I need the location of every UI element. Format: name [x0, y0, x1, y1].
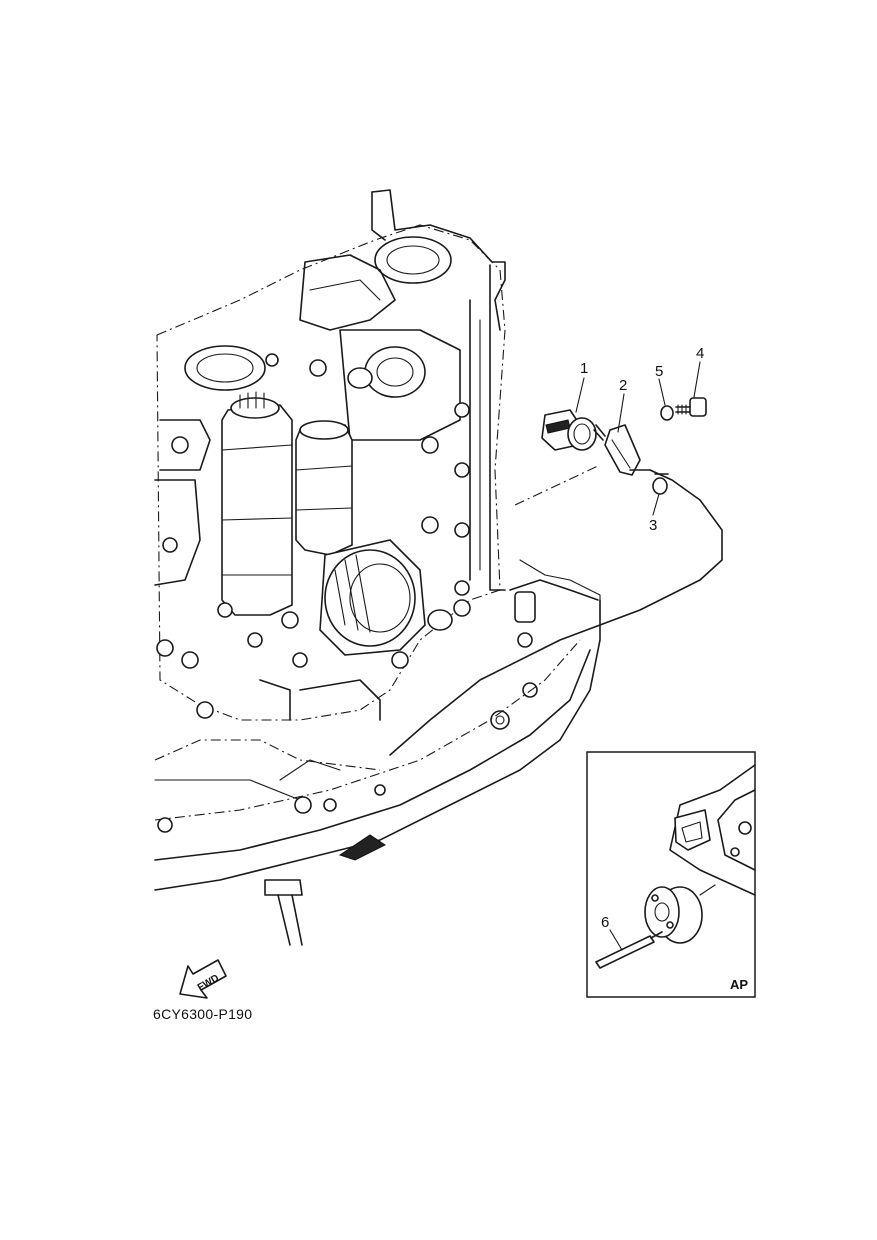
inset-detail-box: 6 AP: [586, 751, 756, 998]
part-6-pin: [595, 931, 663, 969]
diagram-code: 6CY6300-P190: [153, 1006, 253, 1022]
part-3-clamp: [652, 473, 669, 495]
part-5-washer: [660, 405, 674, 421]
part-2-bracket: [604, 424, 641, 476]
forward-arrow: FWD: [179, 959, 227, 999]
engine-block-drawing: [154, 189, 601, 946]
callout-6: 6: [601, 914, 609, 931]
part-1-sensor: [541, 409, 606, 451]
callout-2: 2: [619, 377, 627, 394]
callout-5: 5: [655, 363, 663, 380]
inset-label: AP: [730, 977, 748, 992]
callout-4: 4: [696, 345, 704, 362]
part-4-bolt: [675, 397, 707, 417]
callout-1: 1: [580, 360, 588, 377]
callout-3: 3: [649, 517, 657, 534]
pressure-sensor-assembly: 1 2 3 4 5: [389, 345, 723, 756]
